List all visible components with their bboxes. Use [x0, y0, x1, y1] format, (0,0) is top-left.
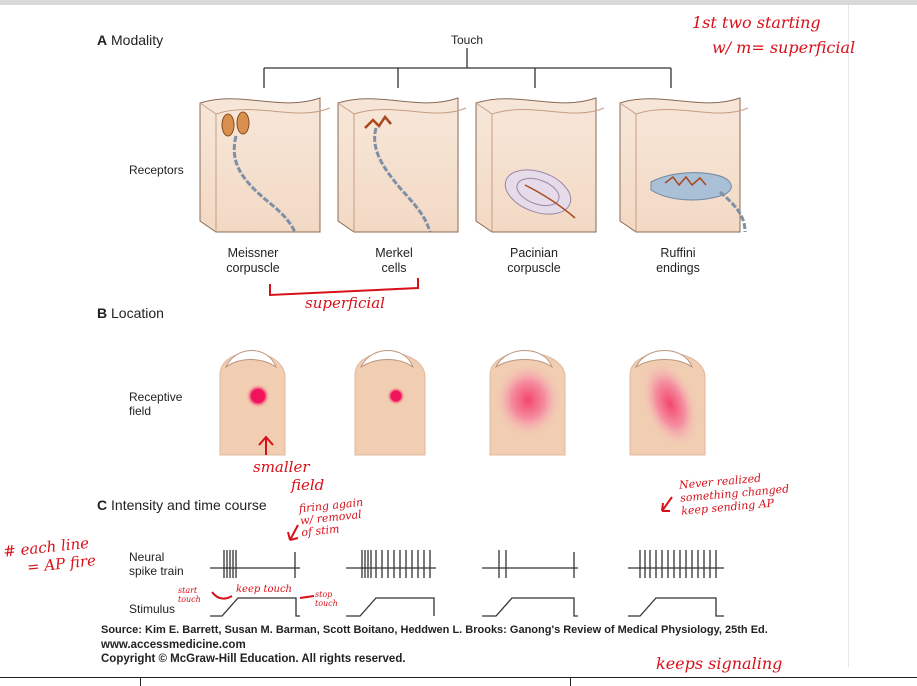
receptor-block-ruffini — [620, 98, 748, 232]
section-a-heading: A Modality — [97, 32, 163, 48]
note-stop-touch: stop touch — [315, 590, 347, 608]
section-b-title: Location — [111, 305, 164, 321]
spike-train-merkel — [346, 550, 436, 578]
copyright: Copyright © McGraw-Hill Education. All r… — [101, 653, 406, 665]
section-c-heading: C Intensity and time course — [97, 497, 267, 513]
section-b-heading: B Location — [97, 305, 164, 321]
source-citation: Source: Kim E. Barrett, Susan M. Barman,… — [101, 624, 768, 636]
stimulus-traces — [210, 598, 724, 616]
source-url: www.accessmedicine.com — [101, 639, 246, 651]
touch-label: Touch — [451, 33, 483, 47]
fingertip-pacinian — [490, 351, 565, 456]
section-a-title: Modality — [111, 32, 163, 48]
receptors-label: Receptors — [129, 163, 184, 177]
section-a-letter: A — [97, 32, 107, 48]
spike-train-ruffini — [628, 550, 724, 578]
fingertip-meissner — [220, 351, 285, 456]
section-c-letter: C — [97, 497, 107, 513]
note-keeps-signaling: keeps signaling — [656, 654, 782, 673]
receptor-block-merkel — [338, 98, 466, 232]
section-c-title: Intensity and time course — [111, 497, 267, 513]
bottom-tick-right — [570, 677, 571, 686]
note-keep-touch: keep touch — [236, 584, 292, 595]
receptor-block-pacinian — [476, 98, 604, 232]
note-superficial-def: w/ m= superficial — [712, 38, 855, 57]
touch-bracket — [264, 48, 671, 88]
fingertip-merkel — [355, 351, 425, 456]
bottom-divider — [0, 677, 917, 678]
fingertip-ruffini — [630, 351, 710, 457]
note-superficial: superficial — [305, 294, 385, 312]
receptor-block-meissner — [200, 98, 330, 232]
note-first-two: 1st two starting — [692, 13, 821, 32]
spike-train-meissner — [210, 550, 300, 578]
note-start-touch: start touch — [178, 586, 218, 604]
stimulus-label: Stimulus — [129, 602, 175, 616]
spike-train-pacinian — [482, 550, 578, 578]
bottom-tick-left — [140, 677, 141, 686]
section-b-letter: B — [97, 305, 107, 321]
